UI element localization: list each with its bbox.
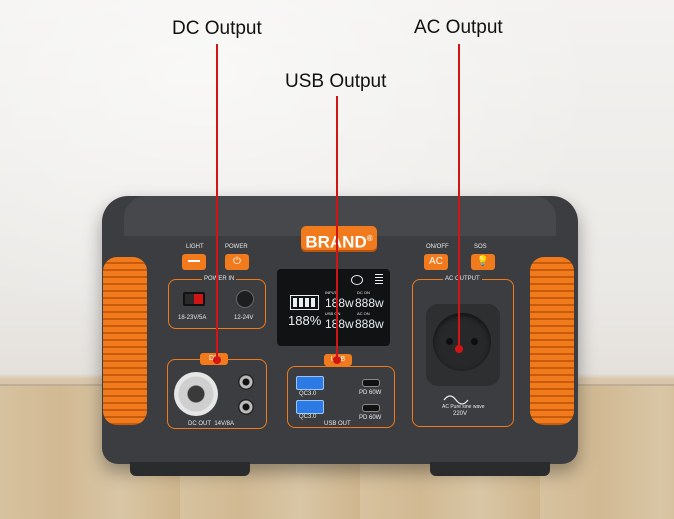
power-label: POWER <box>225 244 248 250</box>
pd-label-1: PD 60W <box>359 390 382 396</box>
brand-badge: BRAND® <box>301 226 377 252</box>
pd-label-2: PD 60W <box>359 415 382 421</box>
signal-bars-icon <box>375 274 383 286</box>
usb-c-port-1[interactable] <box>362 379 380 387</box>
onoff-label: ON/OFF <box>426 244 449 250</box>
right-grille <box>530 257 574 425</box>
socket-hole-right <box>471 338 478 345</box>
anderson-red <box>194 294 203 304</box>
anderson-spec: 18-23V/5A <box>178 315 207 321</box>
bulb-icon: 💡 <box>476 256 490 267</box>
power-in-title: POWER IN <box>202 276 237 282</box>
lcd-display: 188% INPUT 188w DC ON 888w USB ON 188w A… <box>277 269 390 346</box>
ac-output-callout: AC Output <box>414 17 503 38</box>
socket-hole-left <box>446 338 453 345</box>
usb-output-leader <box>336 96 338 360</box>
ac-output-title: AC OUTPUT <box>443 276 482 282</box>
light-button[interactable] <box>182 254 206 270</box>
dc-input-spec: 12-24V <box>234 315 254 321</box>
dc-input-port[interactable] <box>236 290 254 308</box>
anderson-port[interactable] <box>183 292 205 306</box>
light-bar-icon <box>188 260 200 263</box>
dc-output-callout: DC Output <box>172 18 262 39</box>
lcd-battery-percent: 188% <box>288 313 322 328</box>
lcd-usb-on-value: 188w <box>325 317 354 331</box>
fan-icon <box>351 275 363 285</box>
light-label: LIGHT <box>186 244 204 250</box>
sine-wave-icon <box>443 392 469 410</box>
left-grille <box>103 257 147 425</box>
ac-output-dot <box>455 345 463 353</box>
sos-label: SOS <box>474 244 487 250</box>
right-foot <box>430 462 550 476</box>
ac-button[interactable]: AC <box>424 254 448 270</box>
usb-a-port-1[interactable] <box>296 376 324 390</box>
usb-output-callout: USB Output <box>285 71 387 92</box>
usb-c-port-2[interactable] <box>362 404 380 412</box>
lcd-ac-on-label: AC ON <box>357 311 370 316</box>
power-button[interactable]: ⏻ <box>225 254 249 270</box>
dc-port-2[interactable] <box>238 399 254 415</box>
dc-out-label: DC OUT 14V/8A <box>188 421 235 427</box>
socket-face <box>433 313 491 371</box>
cigarette-lighter-port[interactable] <box>174 372 218 416</box>
lcd-ac-on-value: 888w <box>355 317 384 331</box>
lcd-input-value: 188w <box>325 296 354 310</box>
lcd-usb-on-label: USB ON <box>325 311 341 316</box>
lcd-dc-on-value: 888w <box>355 296 384 310</box>
dc-port-1[interactable] <box>238 374 254 390</box>
left-foot <box>130 462 250 476</box>
brand-mark: ® <box>366 234 373 243</box>
ac-output-leader <box>458 44 460 349</box>
qc-label-2: QC3.0 <box>299 414 317 420</box>
usb-a-port-2[interactable] <box>296 400 324 414</box>
ac-socket[interactable] <box>426 304 500 386</box>
ac-voltage: 220V <box>453 411 468 417</box>
dc-output-leader <box>216 44 218 360</box>
power-icon: ⏻ <box>233 256 241 267</box>
usb-out-label: USB OUT <box>324 421 351 427</box>
qc-label-1: QC3.0 <box>299 391 317 397</box>
ac-wave-caption: AC Pure sine wave <box>442 404 485 410</box>
lcd-input-label: INPUT <box>325 290 337 295</box>
battery-icon <box>290 295 319 310</box>
usb-output-dot <box>333 356 341 364</box>
sos-button[interactable]: 💡 <box>471 254 495 270</box>
lcd-dc-on-label: DC ON <box>357 290 370 295</box>
anderson-black <box>185 294 194 304</box>
dc-output-dot <box>213 356 221 364</box>
usb-out-panel <box>287 366 395 428</box>
